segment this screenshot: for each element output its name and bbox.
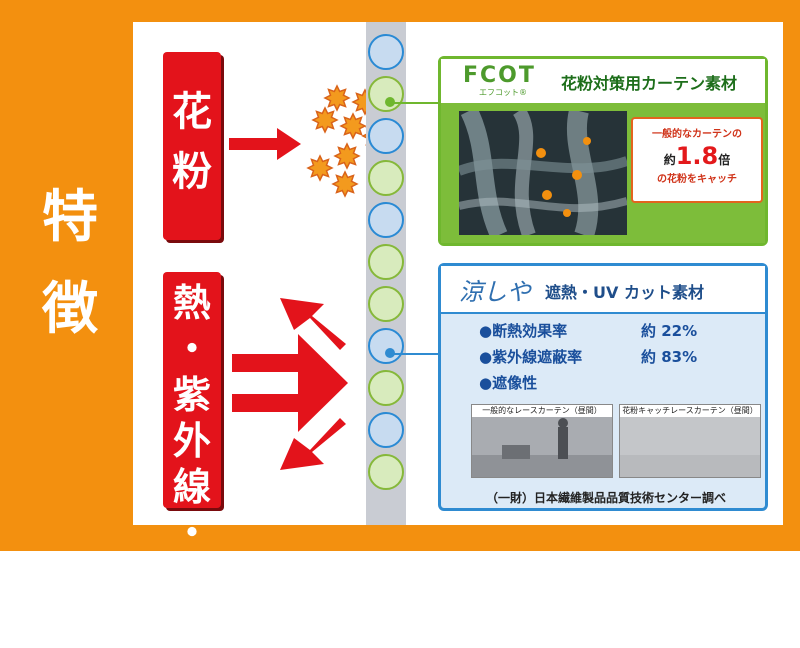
green-fiber-dot [368,370,404,406]
callout-multiplier: 1.8 [675,142,719,170]
source-note: （一財）日本繊維製品品質技術センター調べ [485,491,726,505]
pollen-grain-icon [323,84,351,112]
features-label-char-2: 徴 [42,277,98,342]
features-label-char-1: 特 [42,185,98,250]
green-fiber-dot [368,76,404,112]
photo-standard-lace: 一般的なレースカーテン（昼間） [471,404,613,478]
fcot-logo-sub: エフコット® [479,88,527,97]
feature-row: ●断熱効果率 約 22% [479,320,697,341]
heat-tag-char-2: ・紫 [172,327,211,417]
heat-tag-char-5: ・遮 [172,511,211,601]
pollen-grains [306,84,375,198]
pollen-grain-icon [331,170,359,198]
feature-label: ●紫外線遮蔽率 [479,348,583,366]
suzushiya-panel: 涼しや 遮熱・UV カット素材 ●断熱効果率 約 22% ●紫外線遮蔽率 約 8… [438,263,768,511]
fcot-body: 一般的なカーテンの 約1.8倍 の花粉をキャッチ [441,103,765,243]
feature-value: 約 83% [641,348,698,366]
suzushiya-title: 遮熱・UV カット素材 [545,283,704,302]
pollen-tag: 花 粉 [163,52,221,240]
heat-arrows-illustration [232,298,348,470]
blue-fiber-dot [368,202,404,238]
fcot-title: 花粉対策用カーテン素材 [561,74,738,93]
pollen-catch-callout: 一般的なカーテンの 約1.8倍 の花粉をキャッチ [631,117,763,203]
features-label: 特 徴 [30,172,110,356]
fcot-header: FCOT エフコット® 花粉対策用カーテン素材 [441,59,765,105]
feature-row: ●紫外線遮蔽率 約 83% [479,346,697,367]
pollen-grain-icon [306,154,334,182]
blue-fiber-dot [368,118,404,154]
blue-fiber-dot [368,34,404,70]
feature-label: ●断熱効果率 [479,322,568,340]
pollen-illustration [229,84,375,198]
fcot-panel: FCOT エフコット® 花粉対策用カーテン素材 一般的なカーテンの 約1. [438,56,768,246]
blue-fiber-dot [368,328,404,364]
suzushiya-connector-line [392,353,440,355]
pollen-tag-char-2: 粉 [172,149,212,195]
pollen-grain-icon [339,112,367,140]
heat-tag-char-6: 像 [172,603,211,647]
fcot-connector-line [392,102,440,104]
heat-tag-char-4: 線 [172,465,211,509]
callout-line-1: 一般的なカーテンの [652,129,742,140]
pollen-arrow-icon [229,128,301,160]
green-fiber-dot [368,286,404,322]
callout-suffix: 倍 [718,153,731,167]
reflected-arrow-down-icon [280,418,346,470]
fiber-microscope-image [459,111,627,235]
heat-tag-char-1: 熱 [172,281,211,325]
pollen-grain-icon [311,106,339,134]
suzushiya-connector-dot [385,348,395,358]
fcot-connector-dot [385,97,395,107]
blue-fiber-dot [368,412,404,448]
callout-line-3: の花粉をキャッチ [657,174,737,185]
photo-pollen-catch-lace: 花粉キャッチレースカーテン（昼間） [619,404,761,478]
green-fiber-dot [368,454,404,490]
green-fiber-dot [368,244,404,280]
reflected-arrow-up-icon [280,298,346,350]
fcot-logo: FCOT [463,63,536,88]
callout-prefix: 約 [663,153,676,167]
suzushiya-header: 涼しや 遮熱・UV カット素材 [441,266,765,314]
heat-tag-char-3: 外 [172,419,211,463]
feature-row: ●遮像性 [479,372,537,393]
green-fiber-dot [368,160,404,196]
pollen-tag-char-1: 花 [172,89,212,135]
photo-caption: 花粉キャッチレースカーテン（昼間） [620,405,760,417]
suzushiya-logo: 涼しや [459,278,531,306]
feature-value: 約 22% [641,322,698,340]
pollen-grain-icon [333,142,361,170]
incoming-arrow-icon [232,334,348,432]
photo-caption: 一般的なレースカーテン（昼間） [472,405,612,417]
feature-label: ●遮像性 [479,374,538,392]
heat-uv-tag: 熱 ・紫 外 線 ・遮 像 [163,272,221,647]
callout-line-2: 約1.8倍 [633,142,761,170]
